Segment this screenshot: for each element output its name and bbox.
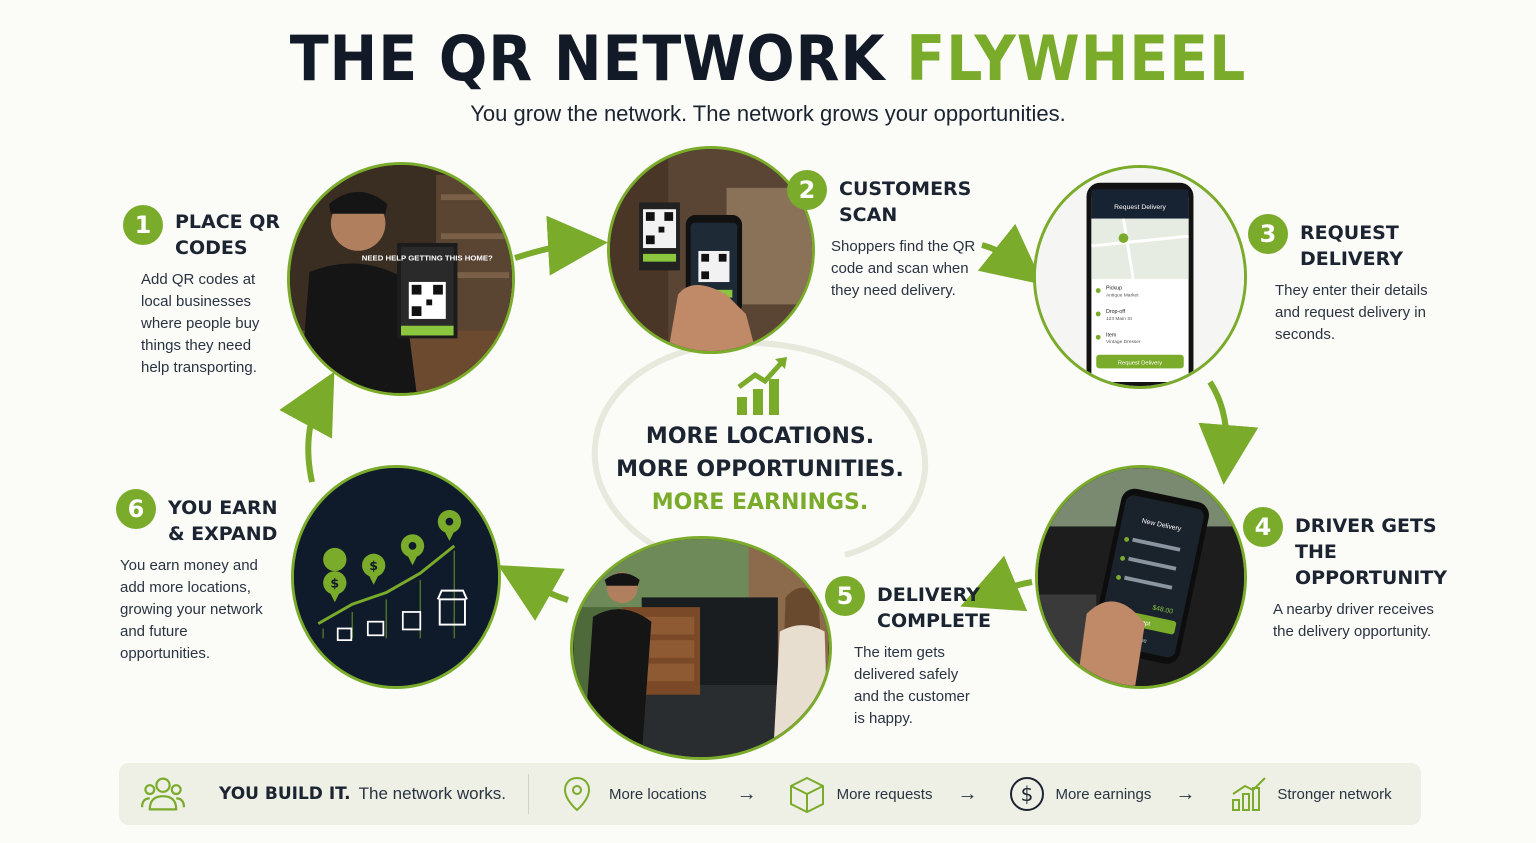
center-line-3: MORE EARNINGS. bbox=[651, 490, 869, 515]
step-4-desc: A nearby driver receives the delivery op… bbox=[1273, 601, 1434, 640]
step-5: 5 DELIVERY COMPLETE The item gets delive… bbox=[825, 576, 997, 730]
sign-text: NEED HELP GETTING THIS HOME? bbox=[362, 254, 493, 263]
phone3-dropoff: Drop-off bbox=[1106, 309, 1126, 315]
bottom-summary-bar: YOU BUILD IT. The network works. More lo… bbox=[119, 763, 1421, 825]
users-icon bbox=[141, 777, 185, 811]
page-subtitle: You grow the network. The network grows … bbox=[470, 101, 1066, 126]
box-icon bbox=[789, 776, 824, 814]
phone3-pickup: Pickup bbox=[1106, 286, 1122, 292]
phone4-pay: $48.00 bbox=[1152, 604, 1174, 615]
bar-tagline: YOU BUILD IT. The network works. bbox=[219, 784, 506, 804]
title-main: THE QR NETWORK bbox=[289, 22, 886, 95]
bar-arrow-3: → bbox=[1175, 782, 1196, 805]
step-5-image bbox=[570, 536, 832, 760]
step-6-title: YOU EARN & EXPAND bbox=[168, 497, 278, 545]
phone3-pickup-val: Antique Market bbox=[1106, 292, 1139, 298]
growth-chart-icon bbox=[737, 357, 787, 415]
center-line-1: MORE LOCATIONS. bbox=[645, 424, 875, 449]
step-1-title: PLACE QR CODES bbox=[175, 211, 281, 259]
step-4: 4 DRIVER GETS THE OPPORTUNITY A nearby d… bbox=[1243, 507, 1475, 643]
step-4-number: 4 bbox=[1243, 507, 1283, 547]
step-2-title: CUSTOMERS SCAN bbox=[839, 178, 972, 226]
center-message: MORE LOCATIONS. MORE OPPORTUNITIES. MORE… bbox=[560, 420, 960, 519]
bar-item-network: Stronger network bbox=[1277, 785, 1392, 803]
bar-rest: The network works. bbox=[358, 784, 507, 803]
arrow-5-to-6 bbox=[497, 565, 569, 621]
svg-text:$: $ bbox=[330, 576, 339, 591]
map-pin-icon bbox=[564, 776, 591, 812]
step-6: 6 YOU EARN & EXPAND You earn money and a… bbox=[116, 489, 298, 665]
arrow-1-to-2 bbox=[514, 215, 608, 276]
bar-arrow-2: → bbox=[957, 782, 978, 805]
money-pin-icon bbox=[323, 547, 347, 572]
step-5-desc: The item gets delivered safely and the c… bbox=[854, 644, 970, 727]
step-3-number: 3 bbox=[1248, 214, 1288, 254]
step-6-image: $ $ bbox=[291, 465, 501, 689]
bar-divider bbox=[528, 774, 530, 814]
phone3-dropoff-val: 123 Main St bbox=[1106, 316, 1133, 322]
dollar-icon: $ bbox=[1010, 777, 1045, 811]
center-line-2: MORE OPPORTUNITIES. bbox=[616, 457, 904, 482]
step-4-title: DRIVER GETS THE OPPORTUNITY bbox=[1295, 515, 1448, 589]
bar-strong: YOU BUILD IT. bbox=[219, 784, 351, 804]
step-3-image: Request Delivery Pickup Antique Market D… bbox=[1033, 165, 1247, 389]
arrow-4-to-5 bbox=[960, 555, 1033, 612]
svg-text:$: $ bbox=[369, 558, 378, 573]
step-6-desc: You earn money and add more locations, g… bbox=[120, 557, 263, 662]
step-1-image: NEED HELP GETTING THIS HOME? bbox=[287, 162, 515, 396]
phone3-item-val: Vintage Dresser bbox=[1106, 339, 1141, 345]
step-2: 2 CUSTOMERS SCAN Shoppers find the QR co… bbox=[787, 170, 991, 302]
step-1-desc: Add QR codes at local businesses where p… bbox=[141, 271, 260, 376]
bar-item-requests: More requests bbox=[836, 785, 933, 803]
step-2-image bbox=[607, 146, 815, 354]
arrow-3-to-4 bbox=[1198, 380, 1259, 485]
phone3-button: Request Delivery bbox=[1118, 360, 1162, 366]
step-4-image: New Delivery $48.00 Accept Decline bbox=[1035, 465, 1247, 689]
step-3-desc: They enter their details and request del… bbox=[1275, 282, 1428, 343]
bar-item-locations: More locations bbox=[609, 785, 707, 803]
step-6-number: 6 bbox=[116, 489, 156, 529]
arrow-2-to-3 bbox=[977, 223, 1044, 285]
svg-text:$: $ bbox=[1021, 782, 1034, 806]
step-2-number: 2 bbox=[787, 170, 827, 210]
title-accent: FLYWHEEL bbox=[906, 22, 1247, 95]
phone3-item: Item bbox=[1106, 332, 1117, 338]
step-5-title: DELIVERY COMPLETE bbox=[877, 584, 991, 632]
bar-chart-icon bbox=[1232, 777, 1267, 811]
step-3-title: REQUEST DELIVERY bbox=[1300, 222, 1403, 270]
phone3-title: Request Delivery bbox=[1114, 204, 1166, 211]
bar-item-earnings: More earnings bbox=[1055, 785, 1152, 803]
step-3: 3 REQUEST DELIVERY They enter their deta… bbox=[1248, 214, 1435, 346]
page-title: THE QR NETWORK FLYWHEEL bbox=[61, 22, 1474, 95]
step-5-number: 5 bbox=[825, 576, 865, 616]
step-2-desc: Shoppers find the QR code and scan when … bbox=[831, 238, 976, 299]
bar-arrow-1: → bbox=[736, 782, 757, 805]
step-1-number: 1 bbox=[123, 205, 163, 245]
step-1: 1 PLACE QR CODES Add QR codes at local b… bbox=[123, 205, 285, 379]
